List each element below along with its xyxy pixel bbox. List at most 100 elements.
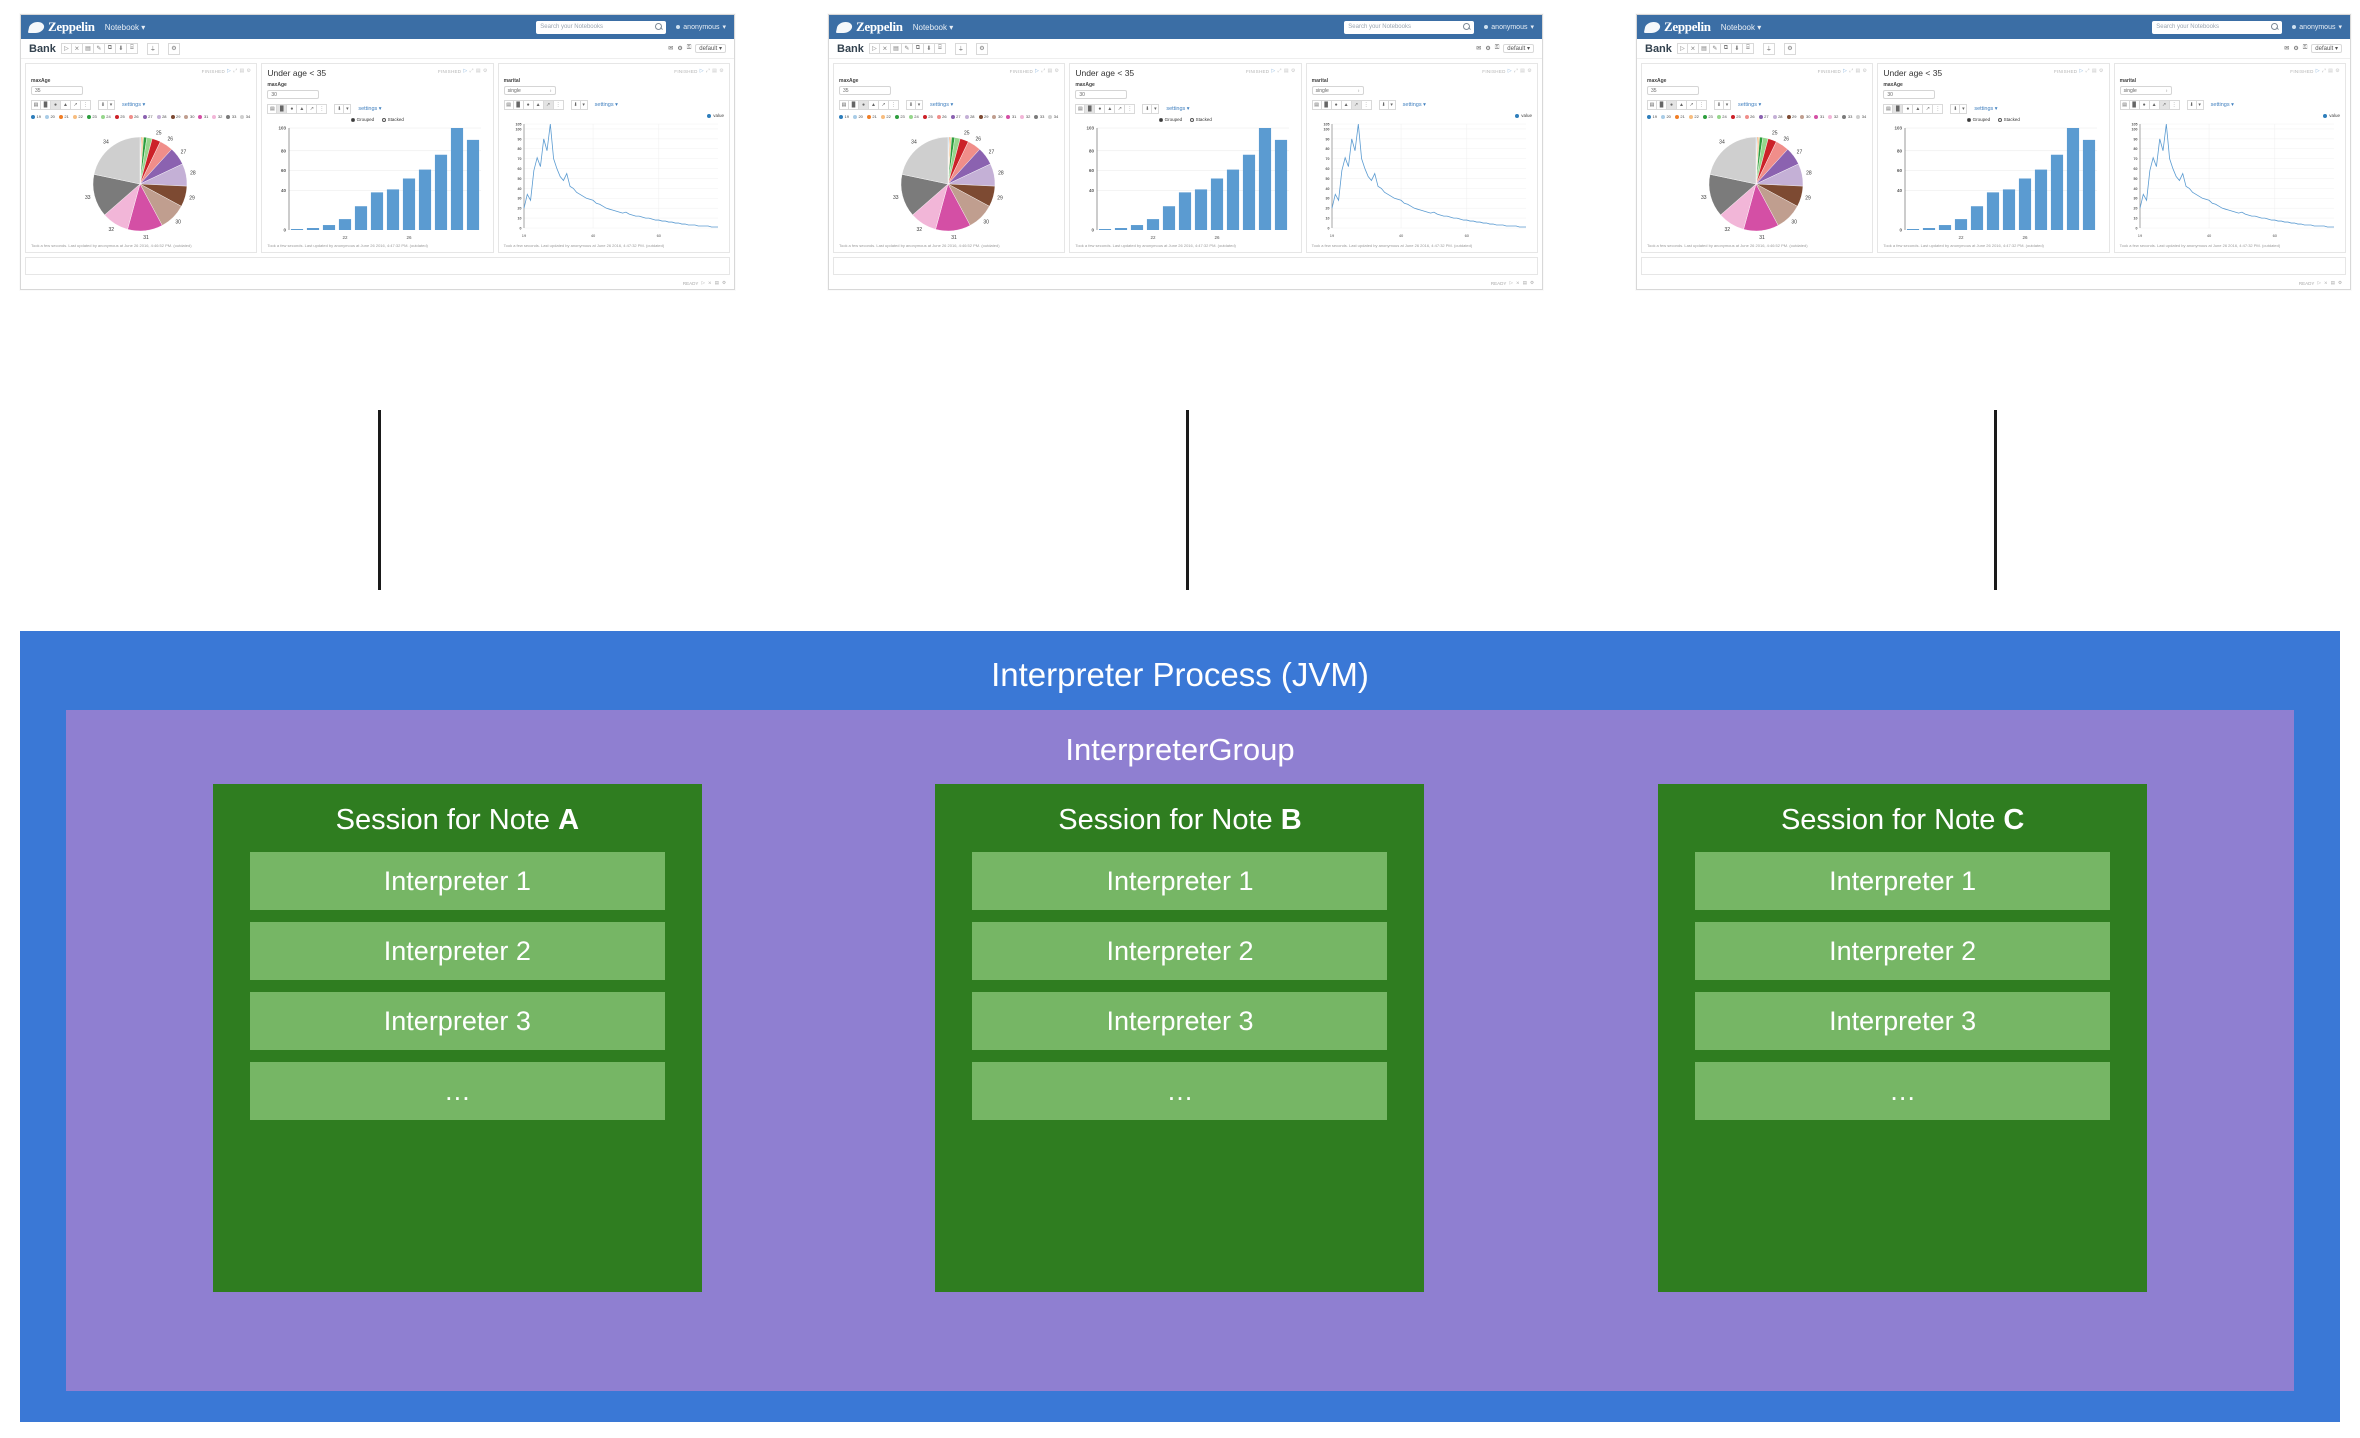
clone-icon[interactable]: ⧉ bbox=[104, 43, 116, 54]
download-icon[interactable]: ⬇ bbox=[1714, 100, 1724, 110]
run-icon[interactable]: ▷ bbox=[1271, 68, 1276, 74]
viz-area-chart-icon[interactable]: ▲ bbox=[1341, 100, 1352, 110]
marital-select[interactable]: single↕ bbox=[503, 86, 556, 95]
download-icon[interactable]: ⬇ bbox=[1378, 100, 1389, 110]
delete-notebook-icon[interactable]: ⏚ bbox=[146, 42, 159, 55]
interpreter-binding-select[interactable]: default ▾ bbox=[2311, 44, 2342, 53]
clear-output-icon[interactable]: ✎ bbox=[93, 43, 105, 54]
delete-notebook-icon[interactable]: ⏚ bbox=[954, 42, 967, 55]
download-caret-icon[interactable]: ▾ bbox=[1152, 104, 1160, 114]
download-caret-icon[interactable]: ▾ bbox=[916, 100, 923, 110]
maxage-input[interactable]: 30 bbox=[267, 90, 320, 99]
viz-table-icon[interactable]: ▤ bbox=[1647, 100, 1657, 110]
viz-area-chart-icon[interactable]: ▲ bbox=[533, 100, 544, 110]
viz-table-icon[interactable]: ▤ bbox=[839, 100, 849, 110]
empty-paragraph[interactable] bbox=[25, 257, 730, 275]
hide-code-icon[interactable]: ⨯ bbox=[71, 43, 83, 54]
notebook-settings-icon[interactable]: ⚙ bbox=[975, 42, 988, 55]
viz-line-chart-icon[interactable]: ↗ bbox=[307, 104, 318, 114]
footer-gear-icon[interactable]: ⚙ bbox=[1529, 280, 1534, 285]
radio-stacked[interactable]: Stacked bbox=[1190, 117, 1212, 122]
viz-pie-chart-icon[interactable]: ● bbox=[51, 100, 61, 110]
viz-line-chart-icon[interactable]: ↗ bbox=[1115, 104, 1126, 114]
viz-line-chart-icon[interactable]: ↗ bbox=[879, 100, 889, 110]
paragraph-gear-icon[interactable]: ⚙ bbox=[1054, 68, 1060, 74]
export-icon[interactable]: ⬇ bbox=[1731, 43, 1743, 54]
expand-icon[interactable]: ⤢ bbox=[2321, 68, 2327, 74]
viz-bar-chart-icon[interactable]: █ bbox=[2129, 100, 2140, 110]
interpreter-binding-select[interactable]: default ▾ bbox=[695, 44, 726, 53]
viz-bar-chart-icon[interactable]: █ bbox=[849, 100, 859, 110]
permissions-icon[interactable]: ⚿ bbox=[2302, 45, 2308, 51]
viz-line-chart-icon[interactable]: ↗ bbox=[1923, 104, 1934, 114]
radio-grouped[interactable]: Grouped bbox=[1159, 117, 1182, 122]
viz-area-chart-icon[interactable]: ▲ bbox=[297, 104, 308, 114]
list-icon[interactable]: ✉ bbox=[2284, 46, 2290, 52]
interpreter-binding-icon[interactable]: ⚙ bbox=[2293, 46, 2299, 52]
show-editor-icon[interactable]: ▤ bbox=[1283, 68, 1289, 74]
download-caret-icon[interactable]: ▾ bbox=[1724, 100, 1731, 110]
run-icon[interactable]: ▷ bbox=[1035, 68, 1040, 74]
viz-line-chart-icon[interactable]: ↗ bbox=[1687, 100, 1697, 110]
download-icon[interactable]: ⬇ bbox=[1142, 104, 1153, 114]
viz-area-chart-icon[interactable]: ▲ bbox=[1913, 104, 1924, 114]
footer-expand-icon[interactable]: ⨯ bbox=[2323, 280, 2328, 285]
settings-link[interactable]: settings ▾ bbox=[122, 102, 146, 108]
settings-link[interactable]: settings ▾ bbox=[1738, 102, 1762, 108]
notebook-settings-icon[interactable]: ⚙ bbox=[1783, 42, 1796, 55]
viz-line-chart-icon[interactable]: ↗ bbox=[1351, 100, 1362, 110]
settings-link[interactable]: settings ▾ bbox=[1974, 106, 1998, 112]
viz-pie-chart-icon[interactable]: ● bbox=[1331, 100, 1342, 110]
run-all-icon[interactable]: ▷ bbox=[1676, 43, 1688, 54]
show-editor-icon[interactable]: ▤ bbox=[712, 68, 718, 74]
footer-run-icon[interactable]: ▷ bbox=[1509, 280, 1513, 285]
settings-link[interactable]: settings ▾ bbox=[2210, 102, 2234, 108]
expand-icon[interactable]: ⤢ bbox=[705, 68, 711, 74]
run-icon[interactable]: ▷ bbox=[2079, 68, 2084, 74]
download-caret-icon[interactable]: ▾ bbox=[1388, 100, 1396, 110]
run-icon[interactable]: ▷ bbox=[227, 68, 232, 74]
list-icon[interactable]: ✉ bbox=[668, 46, 674, 52]
viz-area-chart-icon[interactable]: ▲ bbox=[2149, 100, 2160, 110]
viz-bar-chart-icon[interactable]: █ bbox=[513, 100, 524, 110]
run-all-icon[interactable]: ▷ bbox=[60, 43, 72, 54]
viz-line-chart-icon[interactable]: ↗ bbox=[2159, 100, 2170, 110]
paragraph-gear-icon[interactable]: ⚙ bbox=[2098, 68, 2104, 74]
version-icon[interactable]: ⌸ bbox=[934, 43, 946, 54]
empty-paragraph[interactable] bbox=[1641, 257, 2346, 275]
footer-expand-icon[interactable]: ⨯ bbox=[1515, 280, 1520, 285]
settings-link[interactable]: settings ▾ bbox=[1402, 102, 1426, 108]
clear-output-icon[interactable]: ✎ bbox=[1709, 43, 1721, 54]
expand-icon[interactable]: ⤢ bbox=[1513, 68, 1519, 74]
radio-grouped[interactable]: Grouped bbox=[1967, 117, 1990, 122]
download-caret-icon[interactable]: ▾ bbox=[580, 100, 588, 110]
viz-bar-chart-icon[interactable]: █ bbox=[277, 104, 288, 114]
notebook-menu[interactable]: Notebook ▾ bbox=[104, 22, 146, 32]
empty-paragraph[interactable] bbox=[833, 257, 1538, 275]
viz-table-icon[interactable]: ▤ bbox=[267, 104, 278, 114]
expand-icon[interactable]: ⤢ bbox=[1041, 68, 1046, 74]
settings-link[interactable]: settings ▾ bbox=[358, 106, 382, 112]
show-editor-icon[interactable]: ▤ bbox=[239, 68, 245, 74]
download-icon[interactable]: ⬇ bbox=[98, 100, 108, 110]
viz-area-chart-icon[interactable]: ▲ bbox=[1677, 100, 1687, 110]
hide-output-icon[interactable]: ▤ bbox=[890, 43, 902, 54]
export-icon[interactable]: ⬇ bbox=[115, 43, 127, 54]
search-input[interactable]: Search your Notebooks bbox=[536, 20, 667, 34]
paragraph-gear-icon[interactable]: ⚙ bbox=[1862, 68, 1868, 74]
viz-scatter-chart-icon[interactable]: ⋮ bbox=[1125, 104, 1136, 114]
interpreter-binding-icon[interactable]: ⚙ bbox=[677, 46, 683, 52]
download-icon[interactable]: ⬇ bbox=[570, 100, 581, 110]
settings-link[interactable]: settings ▾ bbox=[1166, 106, 1190, 112]
show-editor-icon[interactable]: ▤ bbox=[1047, 68, 1053, 74]
clear-output-icon[interactable]: ✎ bbox=[901, 43, 913, 54]
viz-scatter-chart-icon[interactable]: ⋮ bbox=[81, 100, 91, 110]
run-icon[interactable]: ▷ bbox=[463, 68, 468, 74]
run-icon[interactable]: ▷ bbox=[699, 68, 704, 74]
footer-run-icon[interactable]: ▷ bbox=[2317, 280, 2321, 285]
search-input[interactable]: Search your Notebooks bbox=[1344, 20, 1475, 34]
marital-select[interactable]: single↕ bbox=[1311, 86, 1364, 95]
viz-scatter-chart-icon[interactable]: ⋮ bbox=[317, 104, 328, 114]
viz-scatter-chart-icon[interactable]: ⋮ bbox=[2169, 100, 2180, 110]
paragraph-gear-icon[interactable]: ⚙ bbox=[1290, 68, 1296, 74]
